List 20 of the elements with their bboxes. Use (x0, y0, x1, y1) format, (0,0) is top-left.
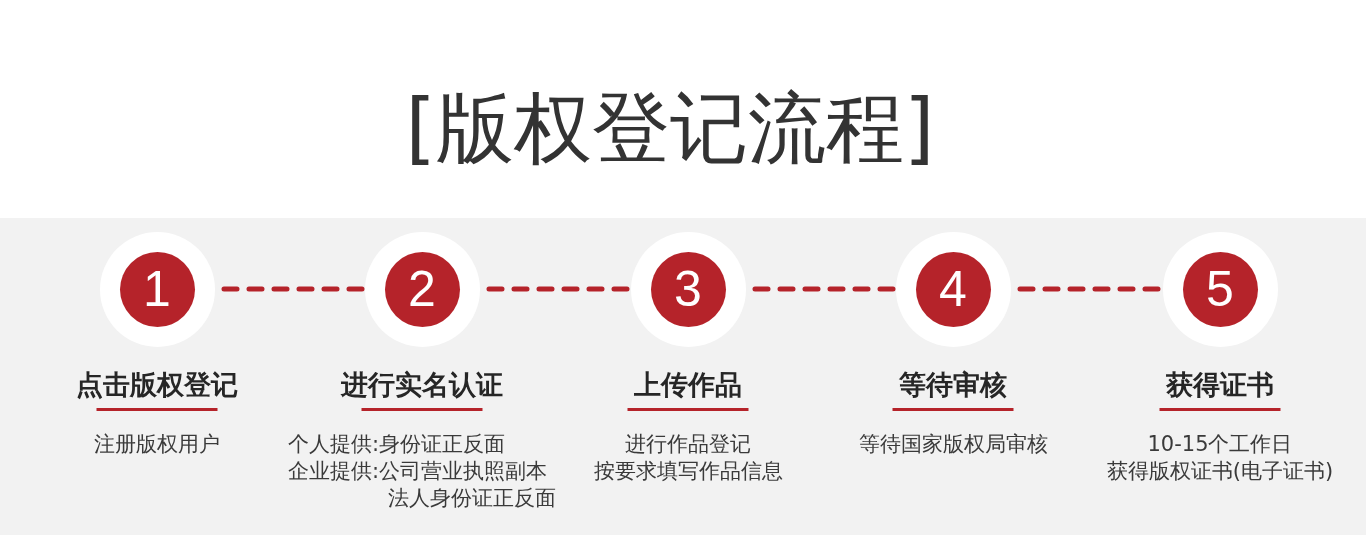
step-description: 个人提供:身份证正反面 (288, 431, 506, 458)
step-title: 获得证书 (1166, 368, 1274, 401)
step-number: 5 (1182, 251, 1258, 327)
step-number: 3 (650, 251, 726, 327)
step-description: 进行作品登记 (625, 431, 751, 458)
step-title: 上传作品 (634, 368, 742, 401)
step-description: 法人身份证正反面 (388, 485, 556, 512)
step-title: 点击版权登记 (76, 368, 238, 401)
step-title: 进行实名认证 (341, 368, 503, 401)
step-number: 2 (384, 251, 460, 327)
step-description: 等待国家版权局审核 (858, 431, 1048, 458)
step-description: 获得版权证书(电子证书) (1106, 458, 1334, 485)
step-description: 10-15个工作日 (1147, 431, 1293, 458)
step-description: 按要求填写作品信息 (593, 458, 783, 485)
diagram-title: [版权登记流程] (405, 86, 935, 170)
step-number: 1 (119, 251, 195, 327)
step-description: 企业提供:公司营业执照副本 (288, 458, 548, 485)
step-description: 注册版权用户 (94, 431, 220, 458)
step-title: 等待审核 (899, 368, 1007, 401)
step-number: 4 (915, 251, 991, 327)
